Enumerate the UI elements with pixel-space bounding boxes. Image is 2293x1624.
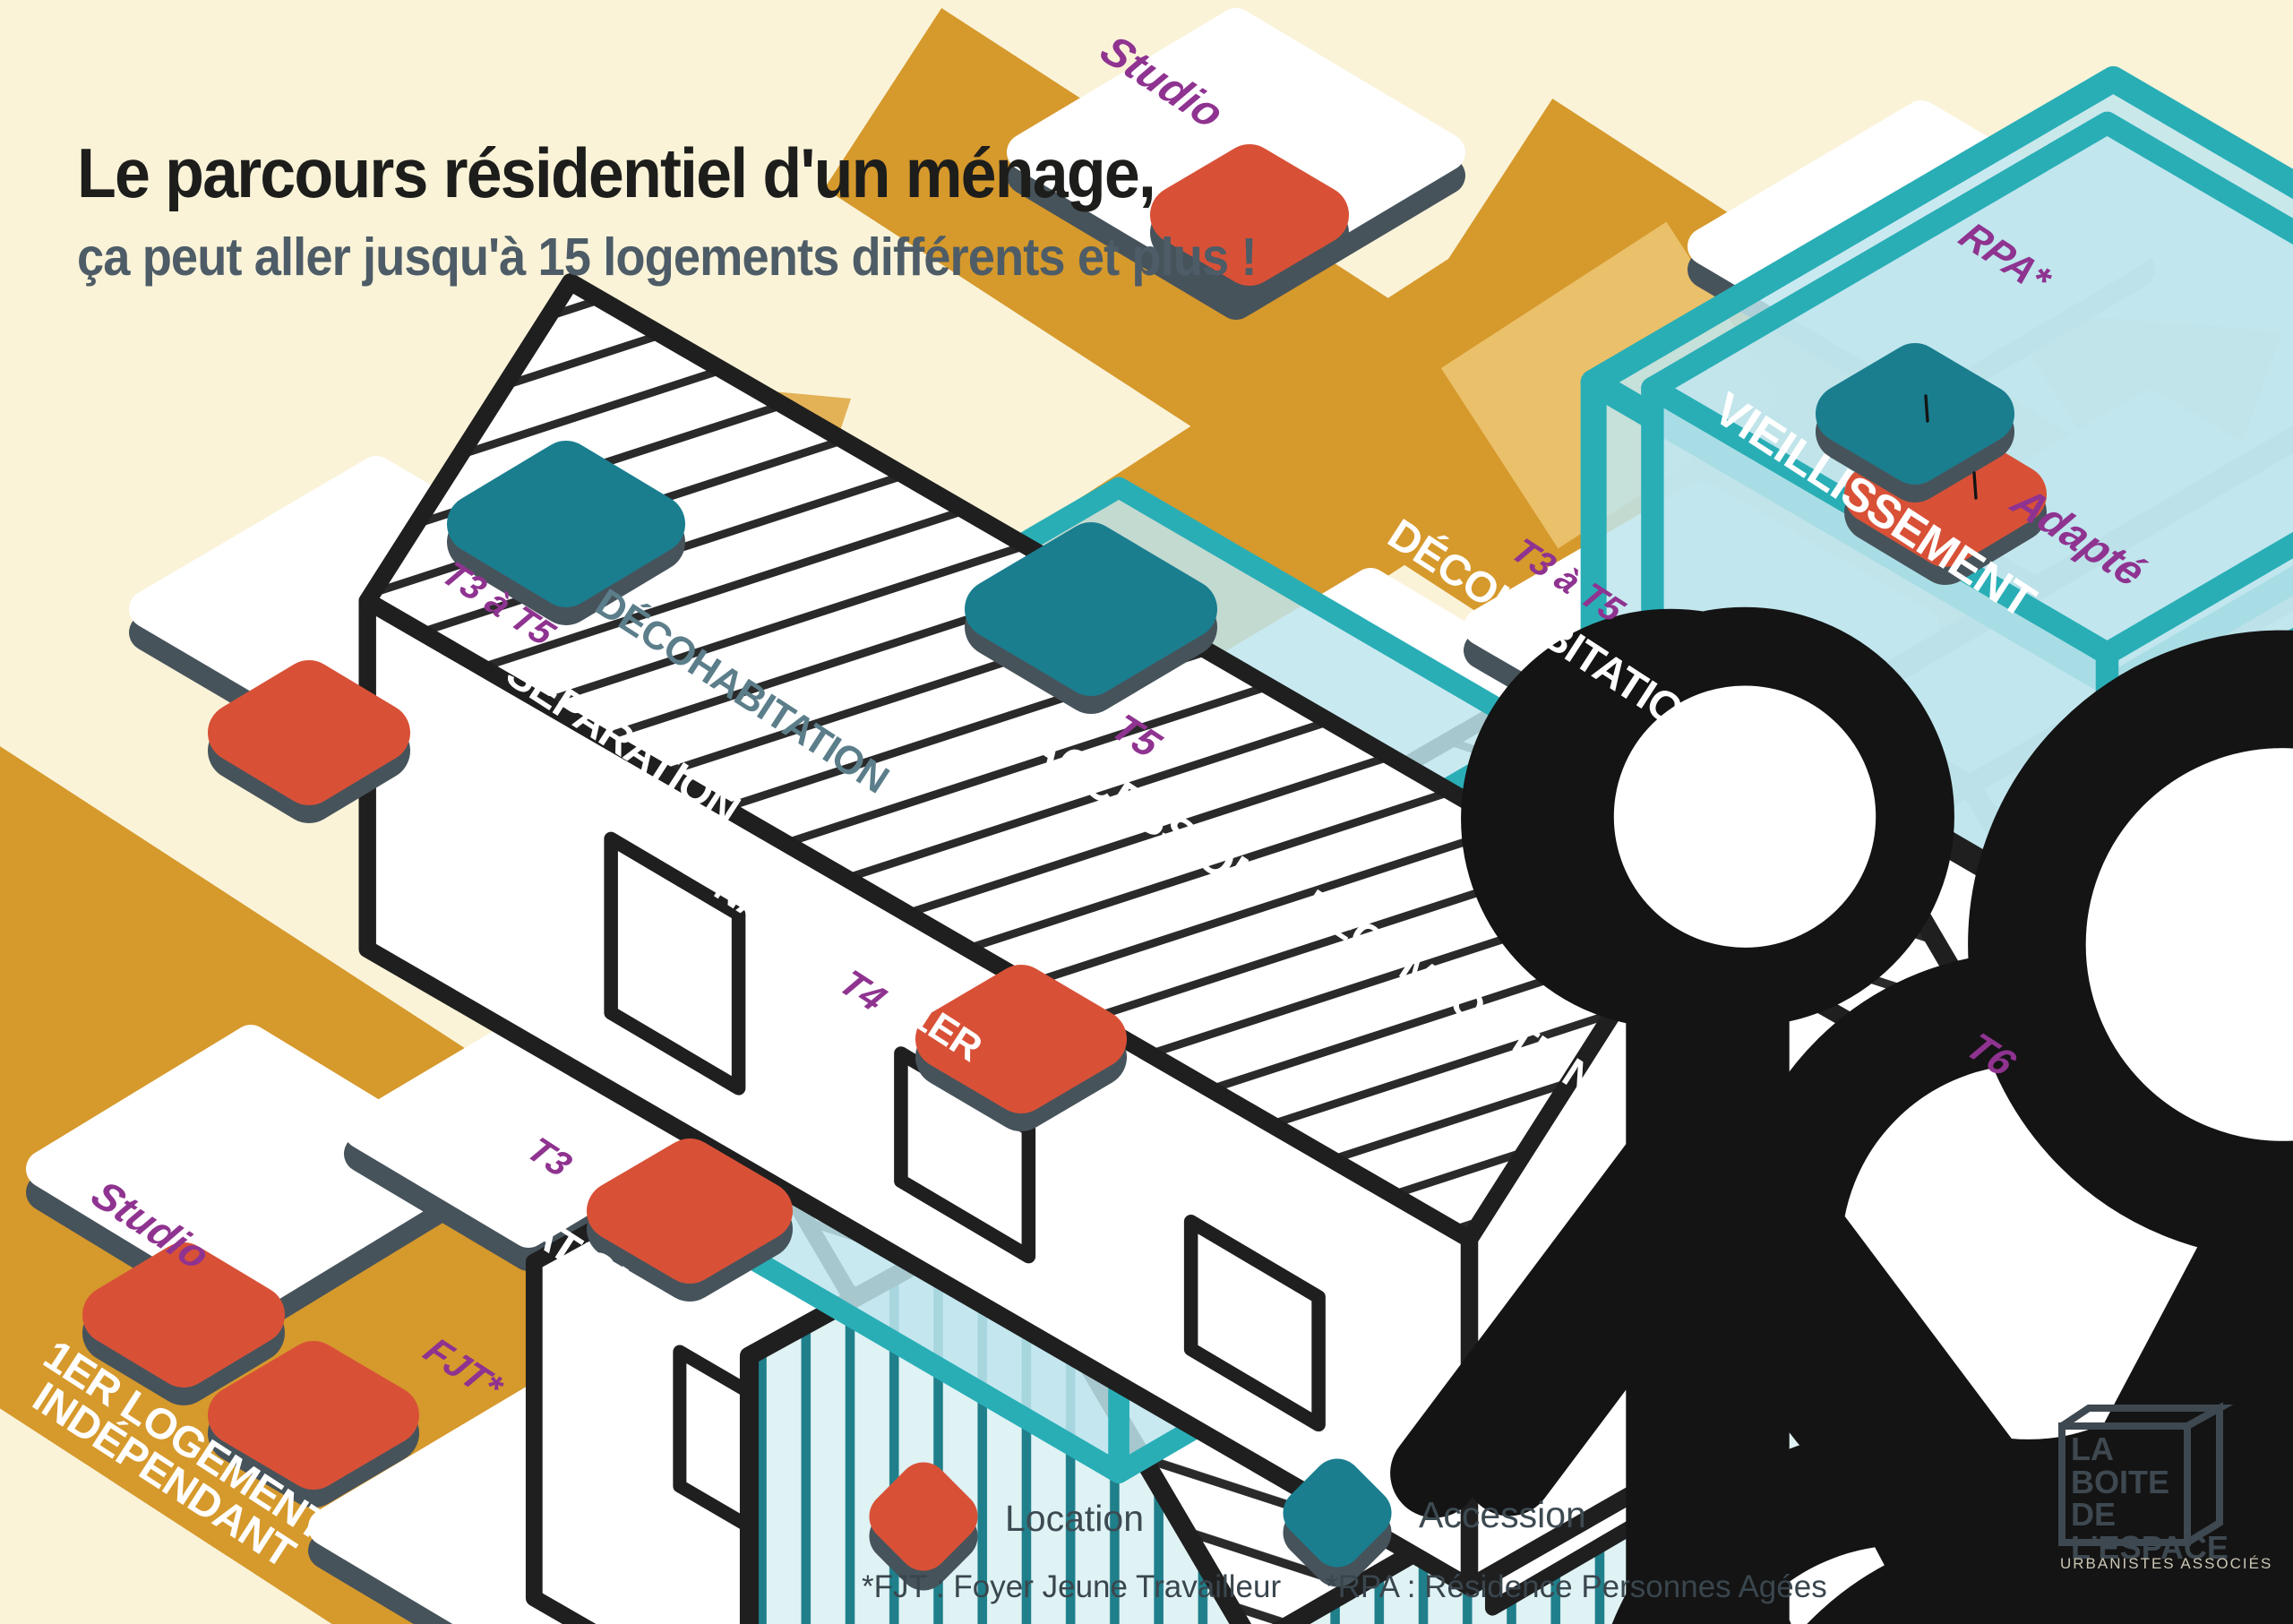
legend-shapes [869,1458,1392,1591]
footnote-fjt: *FJT : Foyer Jeune Travailleur [862,1569,1282,1604]
logo-line1: LA [2071,1431,2114,1467]
pad-location-t3 [587,1139,793,1284]
pad-location-studio-start [82,1242,285,1388]
pad-location-fjt [208,1341,419,1490]
senior-rpa [1924,394,1929,423]
logo-subtitle: URBANISTES ASSOCIÉS [2060,1555,2273,1572]
logo-line2: BOITE [2071,1463,2170,1500]
pad-location-t4 [915,965,1127,1113]
legend-accession-swatch [1283,1458,1392,1568]
pad-location-t3-t5-left [208,660,410,805]
pad-accession-t3-t5-left [447,441,685,607]
pad-accession-rpa [1816,343,2014,485]
title-line1: Le parcours résidentiel d'un ménage, [77,133,1156,212]
title-block: Le parcours résidentiel d'un ménage, ça … [77,133,1258,288]
pad-location-studio-top [1150,144,1349,286]
legend-location-swatch [869,1462,978,1571]
logo-line3: DE [2071,1496,2117,1534]
footnote-rpa: *RPA : Résidence Personnes Agées [1326,1569,1827,1604]
logo-box-icon [2058,1402,2234,1546]
pad-accession-t5 [965,522,1217,696]
logo-wordmark: LA BOITE DE L'ESPACE [2071,1431,2229,1567]
people [1433,394,2293,1624]
title-line2: ça peut aller jusqu'à 15 logements diffé… [77,228,1258,287]
legend-accession-label: Accession [1419,1494,1586,1535]
logo-line4: L'ESPACE [2071,1529,2229,1567]
legend-location-label: Location [1005,1498,1145,1539]
senior-couple [1972,471,1978,500]
